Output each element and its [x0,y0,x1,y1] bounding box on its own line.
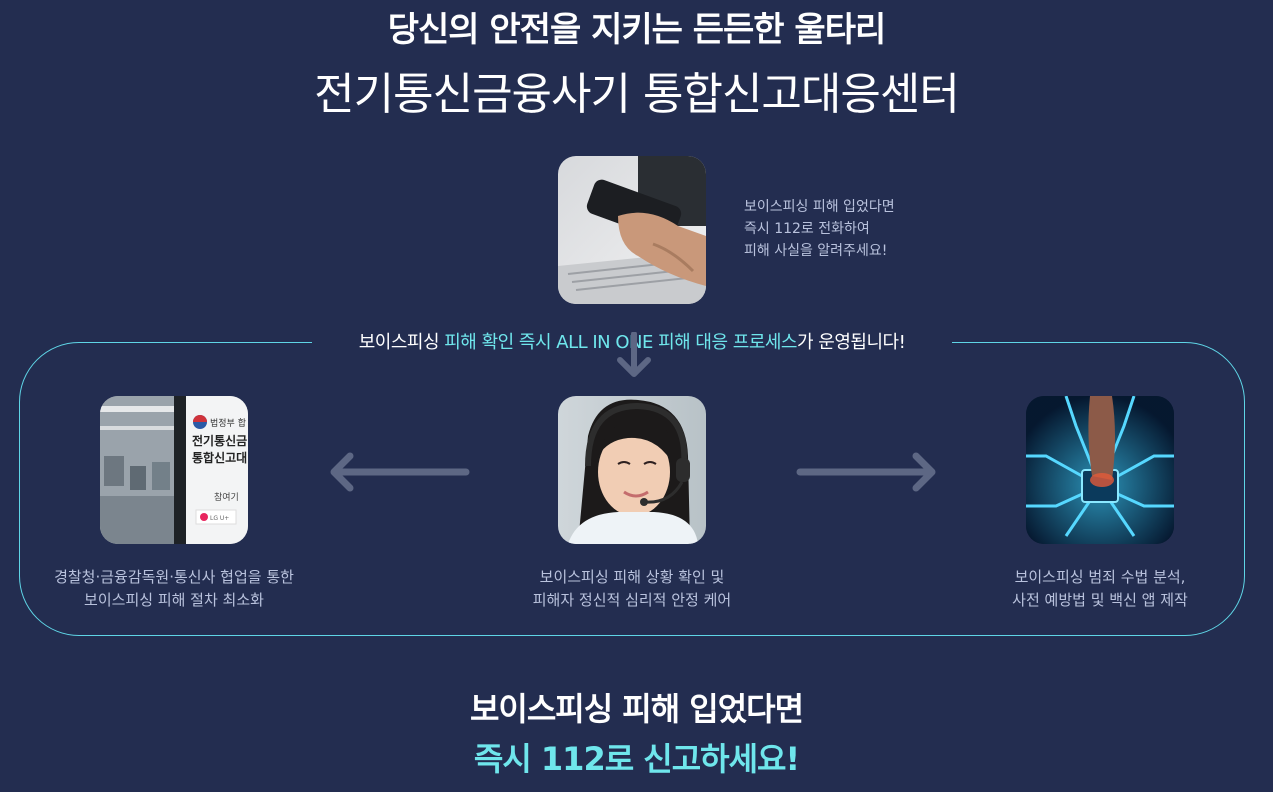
arrow-right-icon [796,452,936,492]
process-label-accent: 피해 확인 즉시 ALL IN ONE 피해 대응 프로세스 [444,332,797,353]
phone-call-illustration [558,156,706,304]
sign-line-2: 전기통신금 [192,433,247,448]
footer-line-2: 즉시 112로 신고하세요! [473,740,800,778]
arrow-down-icon [617,332,651,377]
office-sign-image: 법정부 합 전기통신금 통합신고대 참여기 LG U+ [100,396,248,544]
center-caption-line-2: 피해자 정신적 심리적 안정 케어 [532,591,732,609]
left-caption: 경찰청·금융감독원·통신사 협업을 통한 보이스피싱 피해 절차 최소화 [14,566,334,612]
sign-line-1: 법정부 합 [210,418,246,429]
digital-chip-image [1026,396,1174,544]
right-caption-line-2: 사전 예방법 및 백신 앱 제작 [1012,591,1188,609]
center-caption: 보이스피싱 피해 상황 확인 및 피해자 정신적 심리적 안정 케어 [472,566,792,612]
left-caption-line-1: 경찰청·금융감독원·통신사 협업을 통한 [54,568,294,586]
center-caption-line-1: 보이스피싱 피해 상황 확인 및 [539,568,725,586]
right-caption-line-1: 보이스피싱 범죄 수법 분석, [1014,568,1186,586]
center-title: 전기통신금융사기 통합신고대응센터 [314,69,960,120]
phone-call-image [558,156,706,304]
intro-text: 보이스피싱 피해 입었다면 즉시 112로 전화하여 피해 사실을 알려주세요! [744,196,895,262]
sign-logo: LG U+ [210,515,229,522]
footer-line-1: 보이스피싱 피해 입었다면 [469,690,804,728]
digital-chip-illustration [1026,396,1174,544]
call-agent-illustration [558,396,706,544]
left-caption-line-2: 보이스피싱 피해 절차 최소화 [84,591,264,609]
headline: 당신의 안전을 지키는 든든한 울타리 [387,10,887,50]
lg-logo-icon [200,513,208,521]
office-sign-illustration: 법정부 합 전기통신금 통합신고대 참여기 LG U+ [100,396,248,544]
arrow-left-icon [330,452,470,492]
intro-line-3: 피해 사실을 알려주세요! [744,243,888,259]
sign-line-3: 통합신고대 [192,450,247,465]
process-label-pre: 보이스피싱 [358,332,445,353]
intro-line-1: 보이스피싱 피해 입었다면 [744,199,895,215]
process-label-post: 가 운영됩니다! [797,332,906,353]
sign-line-4: 참여기 [214,491,239,503]
right-caption: 보이스피싱 범죄 수법 분석, 사전 예방법 및 백신 앱 제작 [940,566,1260,612]
intro-line-2: 즉시 112로 전화하여 [744,221,870,237]
call-agent-image [558,396,706,544]
